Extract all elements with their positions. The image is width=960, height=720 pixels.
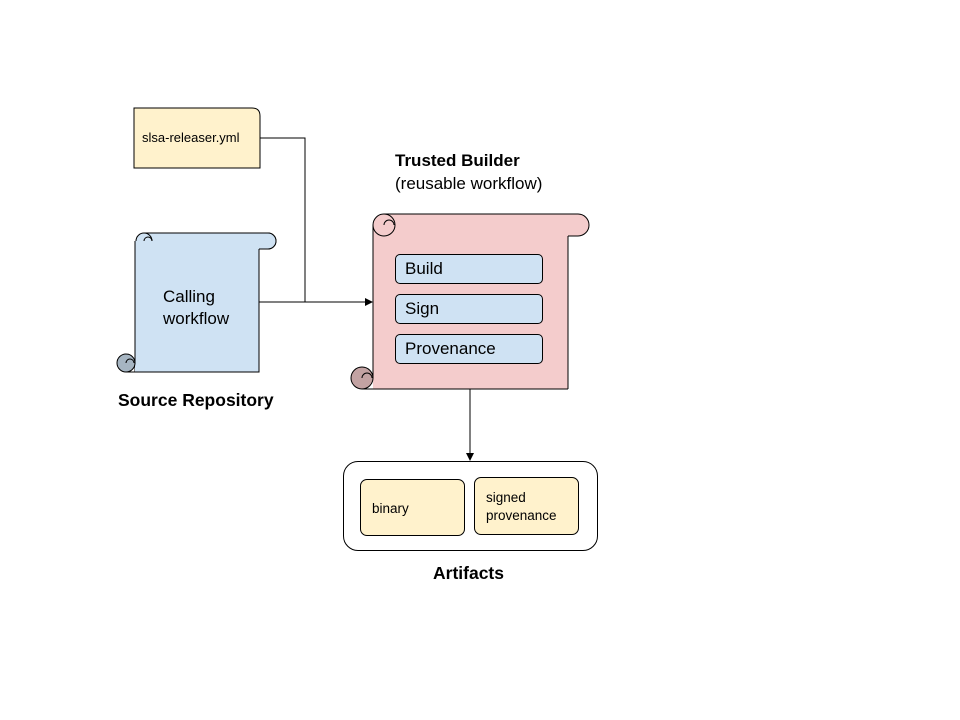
artifact-provenance-line: signed <box>486 490 526 505</box>
config-file-shape <box>133 107 261 169</box>
artifacts-title: Artifacts <box>433 563 504 583</box>
artifact-binary: binary <box>360 479 465 536</box>
config-file-label: slsa-releaser.yml <box>142 130 240 145</box>
calling-workflow-line: Calling <box>163 287 215 306</box>
calling-workflow-scroll <box>116 232 277 373</box>
sign-step: Sign <box>395 294 543 324</box>
calling-workflow-label: Calling workflow <box>163 286 253 330</box>
calling-workflow-line: workflow <box>163 309 230 328</box>
file-connector-line <box>260 137 306 302</box>
artifact-signed-provenance: signed provenance <box>474 477 579 535</box>
provenance-step: Provenance <box>395 334 543 364</box>
trusted-builder-subtitle: (reusable workflow) <box>395 174 543 193</box>
artifact-provenance-line: provenance <box>486 508 557 523</box>
artifact-binary-label: binary <box>372 501 409 516</box>
source-repository-title: Source Repository <box>118 390 274 410</box>
trusted-builder-title: Trusted Builder <box>395 151 520 170</box>
build-step: Build <box>395 254 543 284</box>
